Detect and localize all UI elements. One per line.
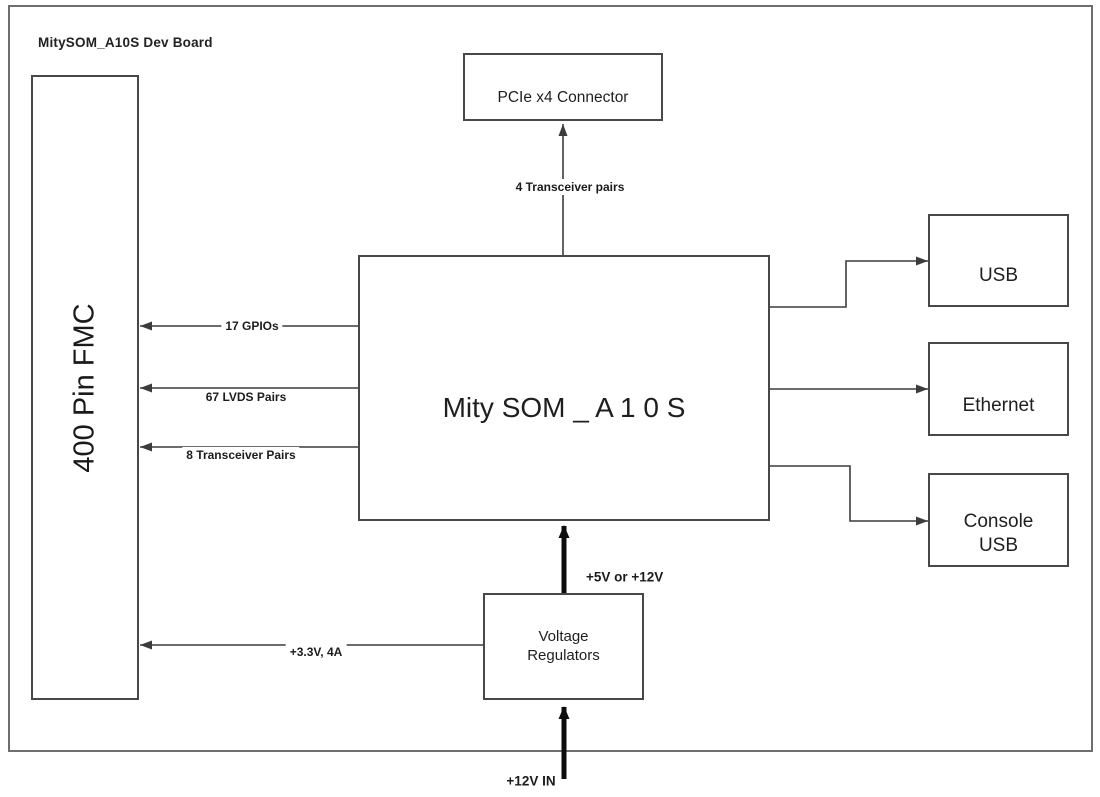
block-fmc-connector: 400 Pin FMC: [31, 75, 139, 700]
som-label: Mity SOM _ A 1 0 S: [442, 391, 686, 423]
block-console-usb: Console USB: [928, 473, 1069, 567]
block-ethernet: Ethernet: [928, 342, 1069, 436]
voltage-regulators-label: Voltage Regulators: [527, 627, 600, 664]
label-67-lvds-pairs: 67 LVDS Pairs: [201, 389, 291, 405]
label-8-transceiver-pairs: 8 Transceiver Pairs: [182, 447, 300, 463]
label-5v-or-12v: +5V or +12V: [582, 568, 668, 586]
block-som: Mity SOM _ A 1 0 S: [358, 255, 770, 521]
usb-label: USB: [978, 264, 1019, 286]
fmc-label: 400 Pin FMC: [68, 302, 101, 473]
console-usb-label: Console USB: [963, 511, 1034, 556]
block-voltage-regulators: Voltage Regulators: [483, 593, 644, 700]
label-4-transceiver-pairs: 4 Transceiver pairs: [511, 179, 629, 195]
pcie-label: PCIe x4 Connector: [497, 89, 629, 107]
label-3v3-4a: +3.3V, 4A: [285, 644, 347, 660]
block-usb: USB: [928, 214, 1069, 307]
board-title: MitySOM_A10S Dev Board: [38, 35, 213, 50]
dev-board-outline: [8, 5, 1093, 752]
block-pcie-connector: PCIe x4 Connector: [463, 53, 663, 121]
label-12v-in: +12V IN: [502, 772, 560, 790]
ethernet-label: Ethernet: [962, 395, 1035, 417]
label-17-gpios: 17 GPIOs: [221, 318, 283, 334]
